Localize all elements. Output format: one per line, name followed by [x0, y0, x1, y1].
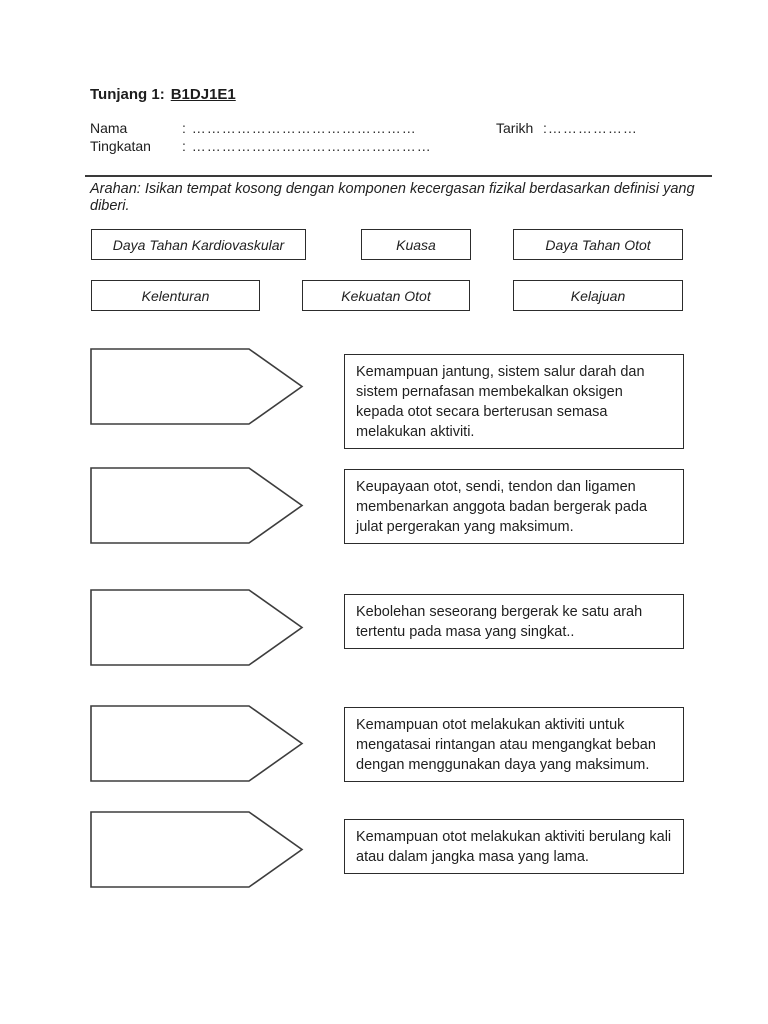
page-title: Tunjang 1: B1DJ1E1: [90, 86, 236, 103]
tingkatan-label: Tingkatan: [90, 138, 151, 154]
nama-dots-line: : ………………………………………: [182, 120, 417, 136]
answer-arrow-blank-4: [90, 705, 304, 782]
definition-box-4: Kemampuan otot melakukan aktiviti untuk …: [344, 707, 684, 782]
right-arrow-icon: [90, 589, 304, 666]
word-bank-label: Kekuatan Otot: [341, 287, 431, 304]
word-bank-label: Kelajuan: [570, 287, 626, 304]
word-bank-label: Daya Tahan Otot: [545, 236, 651, 253]
right-arrow-icon: [90, 467, 304, 544]
instruction-text: Arahan: Isikan tempat kosong dengan komp…: [90, 181, 695, 214]
right-arrow-icon: [90, 811, 304, 888]
tarikh-label: Tarikh: [496, 120, 534, 136]
tingkatan-dots-line: : …………………………………………: [182, 138, 432, 154]
answer-arrow-blank-3: [90, 589, 304, 666]
right-arrow-icon: [90, 348, 304, 425]
section-divider: [85, 175, 712, 177]
answer-arrow-blank-5: [90, 811, 304, 888]
word-bank-label: Kuasa: [396, 236, 436, 253]
tarikh-dots-line: :………………: [543, 120, 638, 136]
word-bank-label: Kelenturan: [141, 287, 210, 304]
answer-arrow-blank-2: [90, 467, 304, 544]
word-bank-kelenturan: Kelenturan: [91, 280, 260, 311]
word-bank-kekuatan-otot: Kekuatan Otot: [302, 280, 470, 311]
nama-label: Nama: [90, 120, 128, 136]
definition-box-1: Kemampuan jantung, sistem salur darah da…: [344, 354, 684, 449]
title-code: B1DJ1E1: [170, 86, 236, 103]
right-arrow-icon: [90, 705, 304, 782]
word-bank-kelajuan: Kelajuan: [513, 280, 683, 311]
definition-box-5: Kemampuan otot melakukan aktiviti berula…: [344, 819, 684, 874]
word-bank-kuasa: Kuasa: [361, 229, 471, 260]
title-prefix: Tunjang 1:: [90, 86, 165, 103]
word-bank-daya-tahan-otot: Daya Tahan Otot: [513, 229, 683, 260]
definition-box-2: Keupayaan otot, sendi, tendon dan ligame…: [344, 469, 684, 544]
word-bank-label: Daya Tahan Kardiovaskular: [112, 236, 285, 253]
word-bank-daya-tahan-kardiovaskular: Daya Tahan Kardiovaskular: [91, 229, 306, 260]
answer-arrow-blank-1: [90, 348, 304, 425]
definition-box-3: Kebolehan seseorang bergerak ke satu ara…: [344, 594, 684, 649]
